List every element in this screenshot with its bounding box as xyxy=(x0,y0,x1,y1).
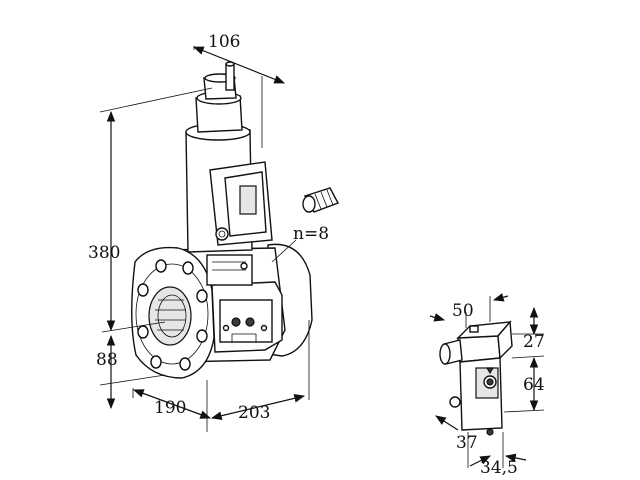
coil-label xyxy=(239,185,257,215)
dimension-lines xyxy=(99,46,310,432)
coil-side-view xyxy=(439,320,513,436)
dim-coil-top: 27 xyxy=(523,332,545,352)
dim-coil-depth: 37 xyxy=(456,433,478,453)
junction-screw xyxy=(240,262,248,270)
coil-nut xyxy=(215,227,229,241)
valve-assembly xyxy=(131,61,339,379)
dim-height-total: 380 xyxy=(88,243,120,263)
port-2 xyxy=(245,317,255,327)
dim-coil-height: 64 xyxy=(523,375,545,395)
dim-coil-bottom: 34,5 xyxy=(480,458,518,478)
valve-bore xyxy=(148,286,192,346)
flange-face-ring xyxy=(135,263,209,365)
coil-dimension-lines xyxy=(429,293,545,468)
flange-bolt-holes xyxy=(137,259,208,371)
dim-height-lower: 88 xyxy=(96,350,118,370)
top-pin xyxy=(225,63,235,91)
dim-bolt-count: n=8 xyxy=(293,224,329,244)
port-1 xyxy=(231,317,241,327)
plug-connector xyxy=(302,187,339,213)
dim-top-width: 106 xyxy=(208,32,240,52)
dim-coil-width: 50 xyxy=(452,301,474,321)
dim-depth-front: 190 xyxy=(154,398,186,418)
dim-depth-side: 203 xyxy=(238,403,270,423)
